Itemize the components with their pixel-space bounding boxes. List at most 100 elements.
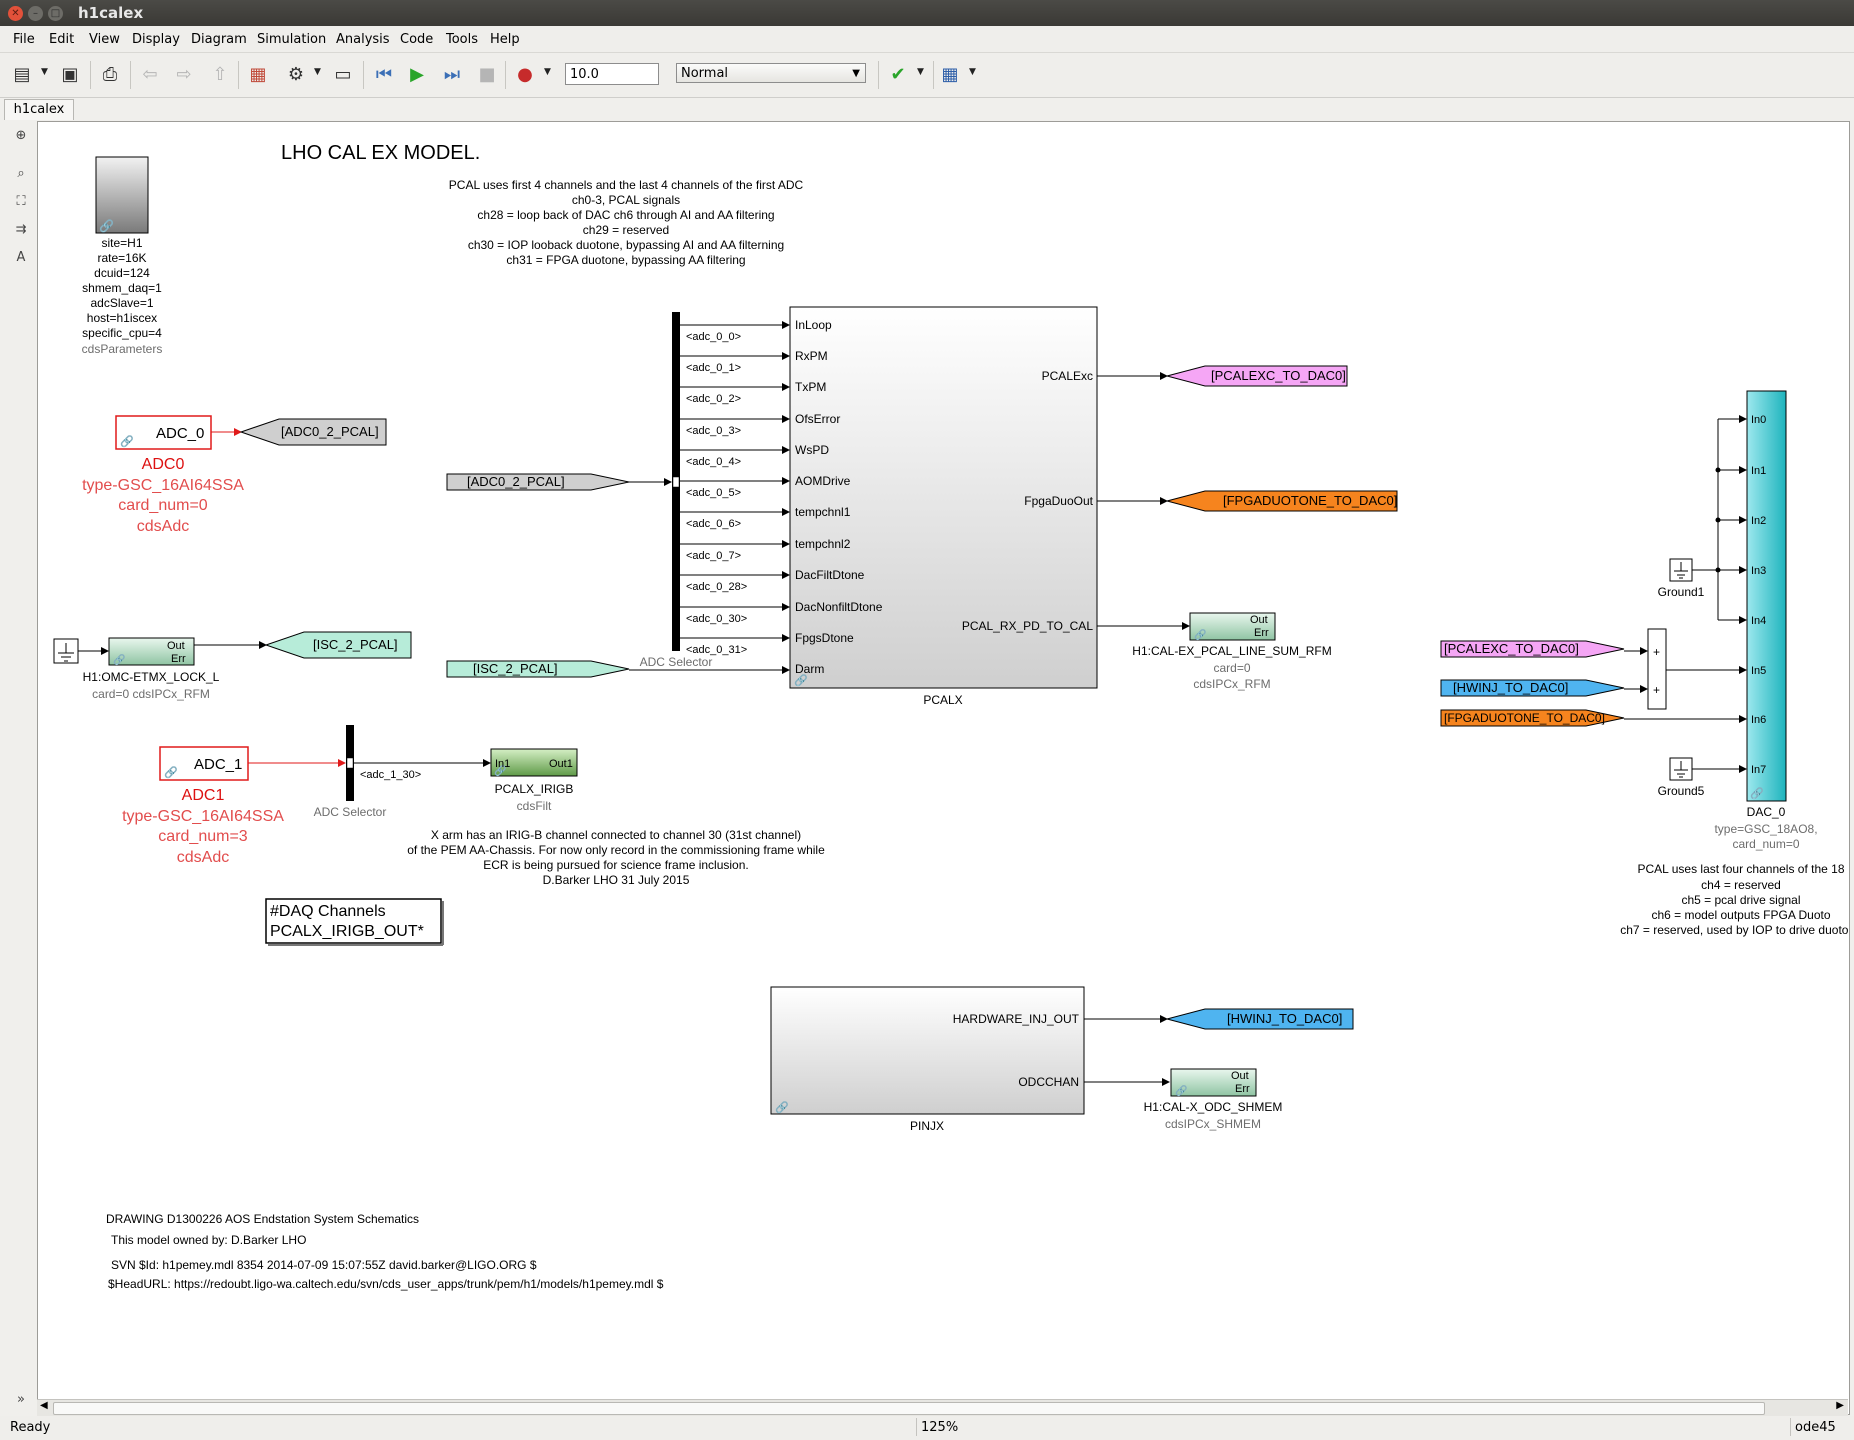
- svg-text:tempchnl1: tempchnl1: [795, 505, 851, 519]
- menu-file[interactable]: File: [13, 32, 35, 47]
- from-fpgaduotone-to-dac0[interactable]: [1440, 709, 1625, 727]
- pcalx-irigb-filter[interactable]: [490, 748, 578, 777]
- goto-adc0-2-pcal[interactable]: [239, 418, 387, 446]
- annotation-icon[interactable]: A: [16, 250, 26, 265]
- dac0-block[interactable]: [1746, 390, 1787, 802]
- menu-tools[interactable]: Tools: [446, 32, 479, 47]
- run-icon[interactable]: ▶: [410, 64, 424, 85]
- menu-analysis[interactable]: Analysis: [336, 32, 390, 47]
- svg-text:PCALExc: PCALExc: [1042, 369, 1093, 383]
- svg-text:Out: Out: [1250, 614, 1268, 626]
- svg-text:[FPGADUOTONE_TO_DAC0]: [FPGADUOTONE_TO_DAC0]: [1444, 711, 1605, 725]
- menu-code[interactable]: Code: [400, 32, 434, 47]
- pinjx-subsystem[interactable]: [770, 986, 1085, 1115]
- svg-text:SVN $Id: h1pemey.mdl 8354 2014: SVN $Id: h1pemey.mdl 8354 2014-07-09 15:…: [111, 1258, 537, 1272]
- svg-text:cdsParameters: cdsParameters: [82, 342, 163, 356]
- svg-text:PCAL uses first 4 channels and: PCAL uses first 4 channels and the last …: [449, 178, 804, 192]
- menu-display[interactable]: Display: [132, 32, 180, 47]
- record-icon[interactable]: ●: [517, 64, 533, 85]
- fit-to-view-icon[interactable]: ⛶: [16, 194, 26, 209]
- link-icon: 🔗: [120, 434, 134, 448]
- svg-text:DacNonfiltDtone: DacNonfiltDtone: [795, 600, 883, 614]
- goto-hwinj-to-dac0[interactable]: [1165, 1008, 1354, 1030]
- daq-channels-box[interactable]: [265, 898, 442, 944]
- stop-time-input[interactable]: [565, 63, 659, 85]
- tab-h1calex[interactable]: h1calex: [4, 99, 74, 120]
- build-dropdown-arrow-icon[interactable]: ▼: [969, 67, 976, 77]
- svg-text:card_num=0: card_num=0: [118, 497, 207, 514]
- svg-text:In1: In1: [1751, 465, 1766, 477]
- model-advisor-check-icon[interactable]: ✔: [890, 64, 906, 85]
- scroll-right-icon[interactable]: ▶: [1836, 1400, 1844, 1411]
- menu-diagram[interactable]: Diagram: [191, 32, 247, 47]
- scroll-left-icon[interactable]: ◀: [40, 1400, 48, 1411]
- zoom-icon[interactable]: ⌕: [17, 166, 25, 181]
- menu-view[interactable]: View: [89, 32, 120, 47]
- goto-isc-2-pcal[interactable]: [264, 631, 412, 659]
- scroll-thumb[interactable]: [53, 1402, 1765, 1415]
- svg-text:$HeadURL: https://redoubt.ligo: $HeadURL: https://redoubt.ligo-wa.caltec…: [108, 1277, 664, 1291]
- pcal-channel-note: PCAL uses first 4 channels and the last …: [449, 178, 804, 267]
- svg-text:PCAL uses last four channels o: PCAL uses last four channels of the 18: [1637, 862, 1844, 876]
- minimize-window-button[interactable]: –: [28, 6, 43, 21]
- svg-text:ch30 = IOP looback duotone, by: ch30 = IOP looback duotone, bypassing AI…: [468, 238, 784, 252]
- arrow-right-icon[interactable]: ⇉: [15, 222, 27, 237]
- pcal-line-sum-rfm-block[interactable]: [1189, 612, 1276, 641]
- model-canvas[interactable]: LHO CAL EX MODEL. PCAL uses first 4 chan…: [37, 121, 1850, 1415]
- library-browser-icon[interactable]: ▦: [249, 64, 267, 85]
- zoom-level: 125%: [921, 1420, 959, 1435]
- bus-signal-lines: <adc_0_0> <adc_0_1> <adc_0_2> <adc_0_3> …: [680, 321, 790, 656]
- record-dropdown-arrow-icon[interactable]: ▼: [544, 67, 551, 77]
- step-forward-icon[interactable]: ⏭: [443, 64, 461, 85]
- sum-block[interactable]: [1647, 628, 1667, 710]
- simulation-mode-select[interactable]: Normal▼: [676, 63, 866, 83]
- hide-browser-icon[interactable]: ⊕: [15, 128, 27, 143]
- adc0-block[interactable]: [115, 415, 212, 450]
- goto-fpgaduotone-to-dac0[interactable]: [1165, 490, 1398, 512]
- pcalx-outputs: PCALExc FpgaDuoOut PCAL_RX_PD_TO_CAL: [962, 369, 1094, 633]
- pinjx-name: PINJX: [910, 1119, 944, 1133]
- from-isc-2-pcal[interactable]: [446, 660, 630, 678]
- menu-edit[interactable]: Edit: [49, 32, 75, 47]
- from-hwinj-to-dac0[interactable]: [1440, 679, 1625, 697]
- svg-text:dcuid=124: dcuid=124: [94, 266, 150, 280]
- menu-simulation[interactable]: Simulation: [257, 32, 327, 47]
- horizontal-scrollbar[interactable]: ◀ ▶: [37, 1399, 1848, 1416]
- save-icon[interactable]: ▣: [61, 64, 79, 85]
- forward-icon[interactable]: ⇨: [176, 64, 192, 85]
- config-dropdown-arrow-icon[interactable]: ▼: [314, 67, 321, 77]
- advisor-dropdown-arrow-icon[interactable]: ▼: [917, 67, 924, 77]
- omc-ipc-block[interactable]: [108, 637, 195, 666]
- link-icon: 🔗: [1750, 786, 1764, 800]
- status-bar: Ready 125% ode45: [0, 1416, 1854, 1440]
- pcalx-subsystem[interactable]: [789, 306, 1098, 689]
- from-adc0-2-pcal[interactable]: [446, 473, 630, 491]
- svg-text:ECR is being pursued for scien: ECR is being pursued for science frame i…: [483, 858, 748, 872]
- maximize-window-button[interactable]: □: [48, 6, 63, 21]
- stop-icon[interactable]: ■: [478, 64, 496, 85]
- print-icon[interactable]: ⎙: [102, 64, 118, 85]
- step-back-icon[interactable]: ⏮: [375, 64, 393, 85]
- adc1-block[interactable]: [159, 746, 249, 781]
- svg-text:Darm: Darm: [795, 662, 824, 676]
- back-icon[interactable]: ⇦: [142, 64, 158, 85]
- svg-text:In3: In3: [1751, 565, 1766, 577]
- goto-pcalexc-to-dac0[interactable]: [1165, 365, 1348, 387]
- model-explorer-icon[interactable]: ▭: [334, 64, 352, 85]
- adc0-block-label: ADC_0: [156, 425, 204, 442]
- expand-palette-icon[interactable]: »: [17, 1392, 25, 1407]
- menu-help[interactable]: Help: [490, 32, 520, 47]
- cds-parameters-block[interactable]: [95, 156, 149, 234]
- model-config-gear-icon[interactable]: ⚙: [287, 64, 305, 85]
- solver-name: ode45: [1795, 1420, 1836, 1435]
- up-icon[interactable]: ⇧: [212, 64, 228, 85]
- svg-text:card_num=3: card_num=3: [158, 828, 247, 845]
- new-dropdown-arrow-icon[interactable]: ▼: [41, 67, 48, 77]
- svg-text:OfsError: OfsError: [795, 412, 840, 426]
- close-window-button[interactable]: ✕: [8, 6, 23, 21]
- from-pcalexc-to-dac0[interactable]: [1440, 640, 1625, 658]
- new-model-icon[interactable]: ▤: [13, 64, 31, 85]
- dac0-lib2: card_num=0: [1732, 837, 1799, 851]
- odc-shmem-block[interactable]: [1170, 1068, 1257, 1097]
- build-model-icon[interactable]: ▦: [941, 64, 959, 85]
